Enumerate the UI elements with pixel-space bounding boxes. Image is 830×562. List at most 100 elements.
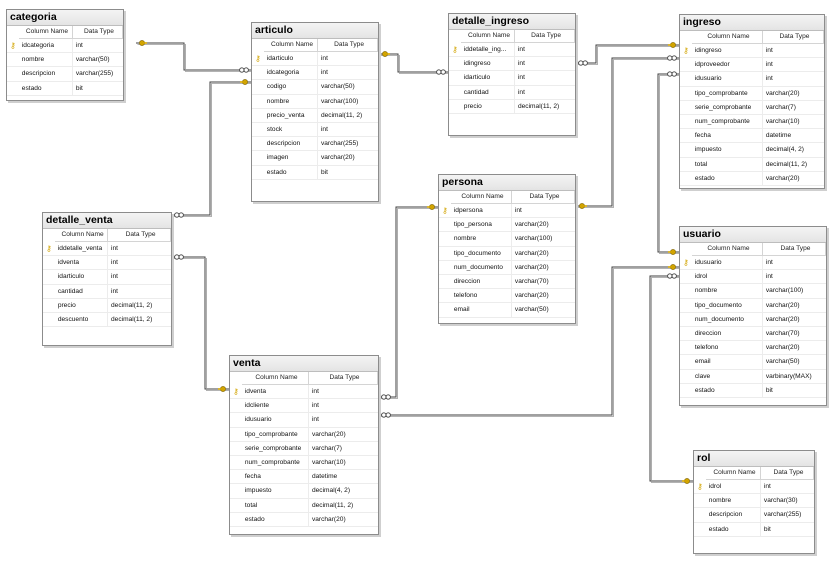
empty-row[interactable] (680, 186, 824, 199)
empty-row[interactable] (7, 96, 123, 109)
column-name: serie_comprobante (692, 100, 763, 114)
empty-row[interactable] (43, 340, 171, 353)
empty-row[interactable] (230, 527, 378, 540)
empty-row[interactable] (694, 537, 814, 550)
table-title[interactable]: detalle_ingreso (449, 14, 575, 30)
relationship-line (649, 275, 693, 482)
empty-row[interactable] (252, 180, 378, 193)
empty-row[interactable] (680, 398, 826, 411)
empty-row[interactable] (449, 114, 575, 127)
table-title[interactable]: usuario (680, 227, 826, 243)
row-selector (252, 166, 264, 179)
table-title[interactable]: categoria (7, 10, 123, 26)
empty-row[interactable] (43, 327, 171, 340)
table-title[interactable]: venta (230, 356, 378, 372)
table-title[interactable]: rol (694, 451, 814, 467)
table-title[interactable]: ingreso (680, 15, 824, 31)
table-title[interactable]: persona (439, 175, 575, 191)
table-row[interactable]: ⚷iddetalle_ing...int (449, 43, 575, 58)
row-selector (680, 270, 692, 283)
column-data-type: varchar(100) (514, 235, 553, 243)
table-title[interactable]: articulo (252, 23, 378, 39)
empty-row[interactable] (449, 127, 575, 140)
table-title[interactable]: detalle_venta (43, 213, 171, 229)
empty-row[interactable] (439, 318, 575, 331)
